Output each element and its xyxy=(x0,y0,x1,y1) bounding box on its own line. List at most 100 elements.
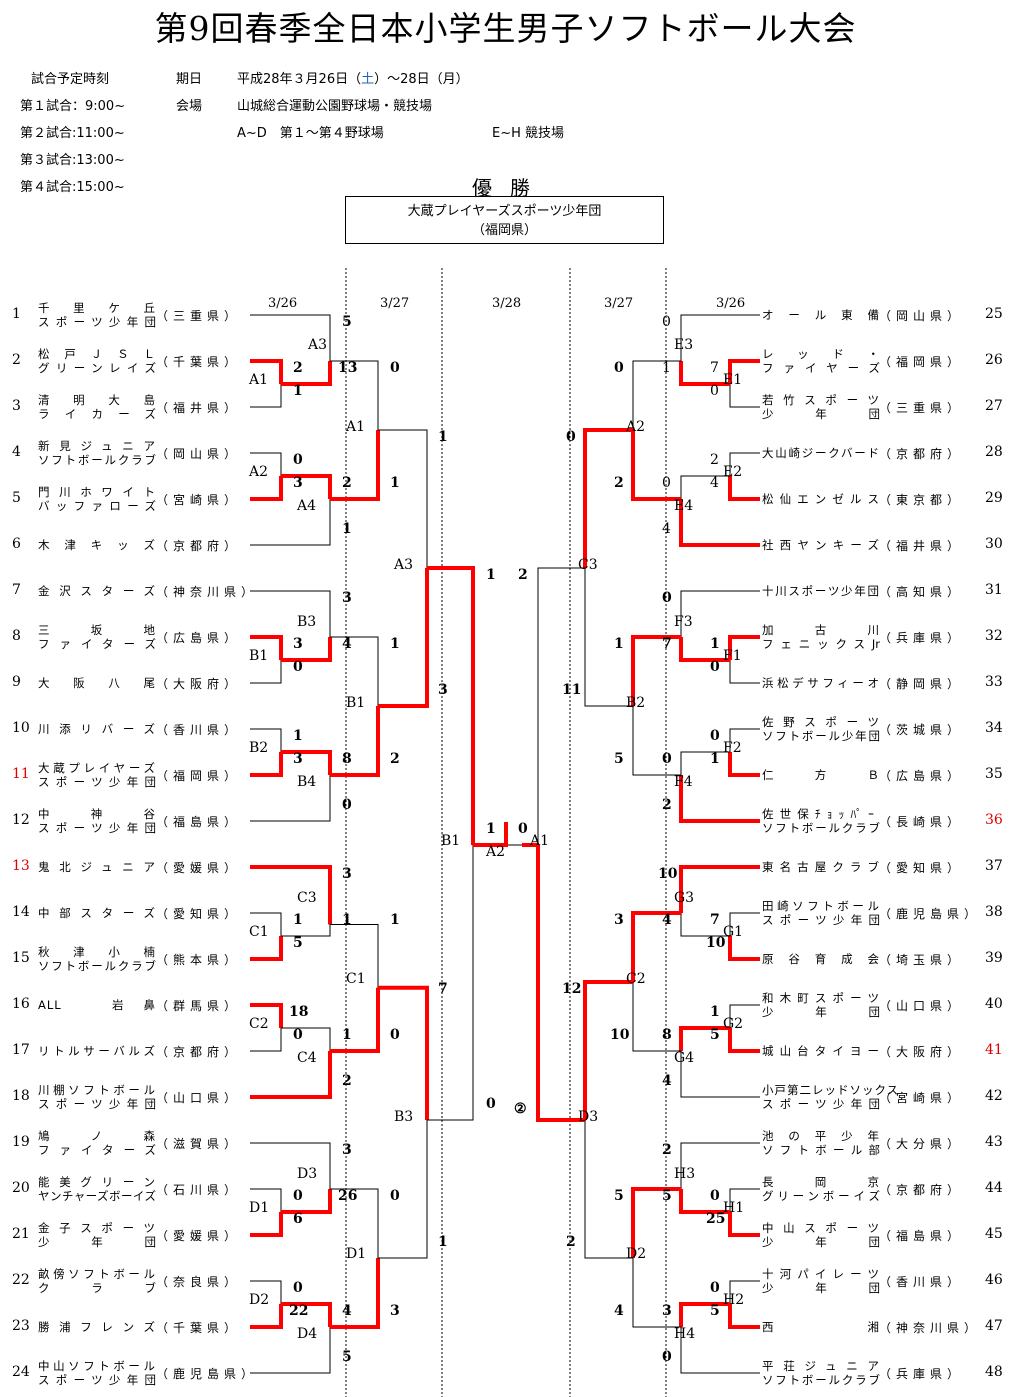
team-prefecture: （愛媛県） xyxy=(156,861,242,875)
match-score: 0 xyxy=(342,797,352,813)
team-name-line2: ヤンチャーズボーイズ xyxy=(38,1189,156,1203)
match-label: C3 xyxy=(578,557,598,573)
team-name: 中部スターズ xyxy=(38,906,156,920)
match-score: 0 xyxy=(486,1096,496,1112)
champion-team: 大蔵プレイヤーズスポーツ少年団 xyxy=(407,204,602,219)
team-name-line2: ソフトボールクラブ xyxy=(762,1373,880,1387)
team-seed: 36 xyxy=(985,812,1003,828)
match-label: F4 xyxy=(674,774,693,790)
winner-path xyxy=(250,752,283,777)
match-score: 2 xyxy=(710,452,719,468)
match-score: 2 xyxy=(518,567,528,583)
team-name-line1: 川添リバーズ xyxy=(38,722,156,736)
match-label: A1 xyxy=(249,372,269,388)
team-name: 中神谷スポーツ少年団 xyxy=(38,807,156,835)
match-score: 1 xyxy=(390,912,400,928)
team-prefecture: （奈良県） xyxy=(156,1275,242,1289)
team-name: 清明大島ライカーズ xyxy=(38,393,156,421)
match-label: G1 xyxy=(723,924,744,940)
winner-path xyxy=(631,1187,681,1258)
match-score: 1 xyxy=(342,1027,352,1043)
team-name-line2: グリーンボーイズ xyxy=(762,1189,880,1203)
team-prefecture: （鹿児島県） xyxy=(156,1367,259,1381)
winner-path xyxy=(330,430,380,501)
page-title: 第9回春季全日本小学生男子ソフトボール大会 xyxy=(154,9,857,48)
match-label: B3 xyxy=(394,1109,414,1125)
match-score: 1 xyxy=(438,1234,448,1250)
winner-path xyxy=(583,980,633,1120)
team-name-line1: 中神谷 xyxy=(38,807,156,821)
winner-path xyxy=(728,635,760,660)
team-name-line1: 東名古屋クラブ xyxy=(762,860,880,874)
match-score: 5 xyxy=(342,314,352,330)
team-prefecture: （兵庫県） xyxy=(879,1367,965,1381)
match-label: B1 xyxy=(441,833,461,849)
team-seed: 1 xyxy=(12,306,21,322)
team-prefecture: （熊本県） xyxy=(156,953,242,967)
team-seed: 32 xyxy=(985,628,1003,644)
team-name-line2: スポーツ少年団 xyxy=(38,775,156,789)
match-label: D4 xyxy=(297,1326,318,1342)
team-name-line2: 少年団 xyxy=(762,1281,880,1295)
team-name: 平荘ジュニアソフトボールクラブ xyxy=(762,1359,880,1387)
team-name: 佐世保ﾁｮｯﾊﾟｰソフトボールクラブ xyxy=(762,807,880,835)
team-name-line1: 門川ホワイト xyxy=(38,485,156,499)
team-seed: 43 xyxy=(985,1134,1003,1150)
match-score: 4 xyxy=(342,1303,352,1319)
team-prefecture: （三重県） xyxy=(879,401,965,415)
team-name-line2: ソフトボール部 xyxy=(762,1143,880,1157)
match-label: E4 xyxy=(674,498,694,514)
schedule-game-3: 第３試合:13:00~ xyxy=(20,153,125,168)
team-seed: 41 xyxy=(985,1042,1003,1058)
team-prefecture: （千葉県） xyxy=(156,1321,242,1335)
team-prefecture: （大阪府） xyxy=(156,677,242,691)
team-name: 大蔵プレイヤーズスポーツ少年団 xyxy=(38,761,156,789)
team-name-line2: ソフトボールクラブ xyxy=(762,821,880,835)
team-name-line1: 大阪八尾 xyxy=(38,676,156,690)
team-name: オール東備 xyxy=(762,308,880,322)
bracket-line xyxy=(250,1027,331,1098)
team-seed: 40 xyxy=(985,996,1003,1012)
match-score: 0 xyxy=(662,751,672,767)
team-name: 勝浦フレンズ xyxy=(38,1320,156,1334)
team-name: 長岡京グリーンボーイズ xyxy=(762,1175,880,1203)
team-seed: 19 xyxy=(12,1134,30,1150)
team-seed: 45 xyxy=(985,1226,1003,1242)
match-score: 8 xyxy=(342,751,352,767)
winner-path xyxy=(281,1189,332,1214)
team-name-line1: 小戸第二レッドソックス xyxy=(762,1083,900,1097)
date-saturday: 土 xyxy=(361,72,375,87)
winner-path xyxy=(631,635,681,706)
team-prefecture: （群馬県） xyxy=(156,999,242,1013)
match-label: A3 xyxy=(308,337,328,353)
winner-path xyxy=(679,499,760,547)
match-label: B2 xyxy=(249,740,269,756)
team-seed: 47 xyxy=(985,1318,1003,1334)
final-game-mark: ② xyxy=(514,1101,527,1117)
team-prefecture: （東京都） xyxy=(879,493,965,507)
team-seed: 7 xyxy=(12,582,21,598)
team-prefecture: （滋賀県） xyxy=(156,1137,242,1151)
team-name-line2: ソフトボール少年団 xyxy=(762,729,880,743)
team-name-line2: クラブ xyxy=(38,1281,156,1295)
match-label: E3 xyxy=(674,337,694,353)
team-prefecture: （香川県） xyxy=(156,723,242,737)
team-name-line1: 佐世保ﾁｮｯﾊﾟｰ xyxy=(762,807,880,821)
team-name: 三坂地ファイターズ xyxy=(38,623,156,651)
match-score: 4 xyxy=(710,475,719,491)
team-name: 川棚ソフトボールスポーツ少年団 xyxy=(38,1083,156,1111)
match-label: B1 xyxy=(346,695,366,711)
team-name: 木津キッズ xyxy=(38,538,156,552)
winner-path xyxy=(378,568,429,708)
team-prefecture: （大阪府） xyxy=(879,1045,965,1059)
team-prefecture: （福井県） xyxy=(156,401,242,415)
match-score: 0 xyxy=(662,314,671,330)
match-label: F2 xyxy=(723,740,742,756)
match-score: 1 xyxy=(390,475,400,491)
winner-path xyxy=(250,1304,283,1329)
team-name-line2: グリーンレイズ xyxy=(38,361,156,375)
team-name-line1: 田崎ソフトボール xyxy=(762,899,880,913)
match-score: 5 xyxy=(614,1188,624,1204)
match-score: 26 xyxy=(338,1188,358,1204)
team-name-line2: バッファローズ xyxy=(38,499,156,513)
